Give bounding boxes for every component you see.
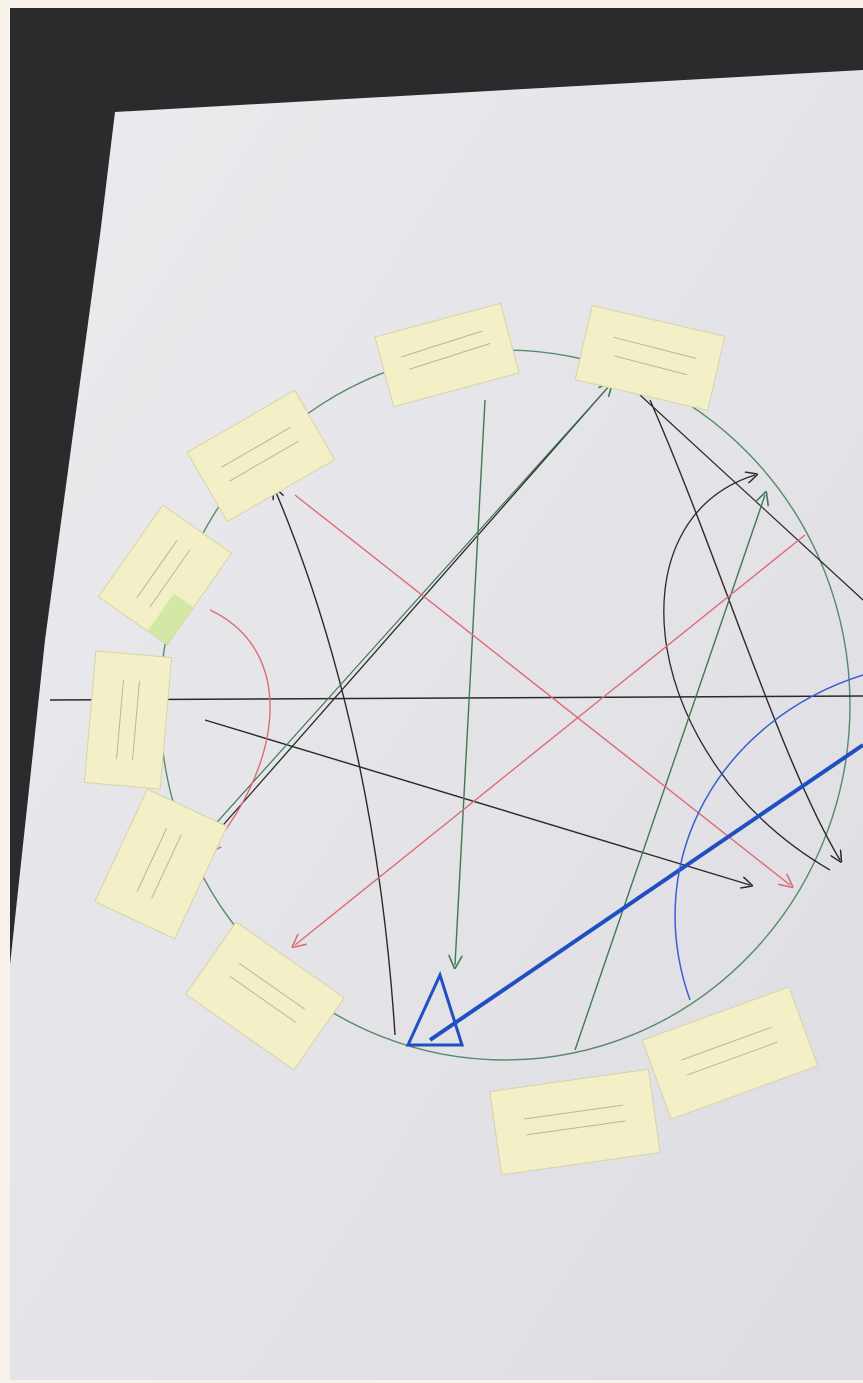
sticky-note-5 [84,651,171,789]
